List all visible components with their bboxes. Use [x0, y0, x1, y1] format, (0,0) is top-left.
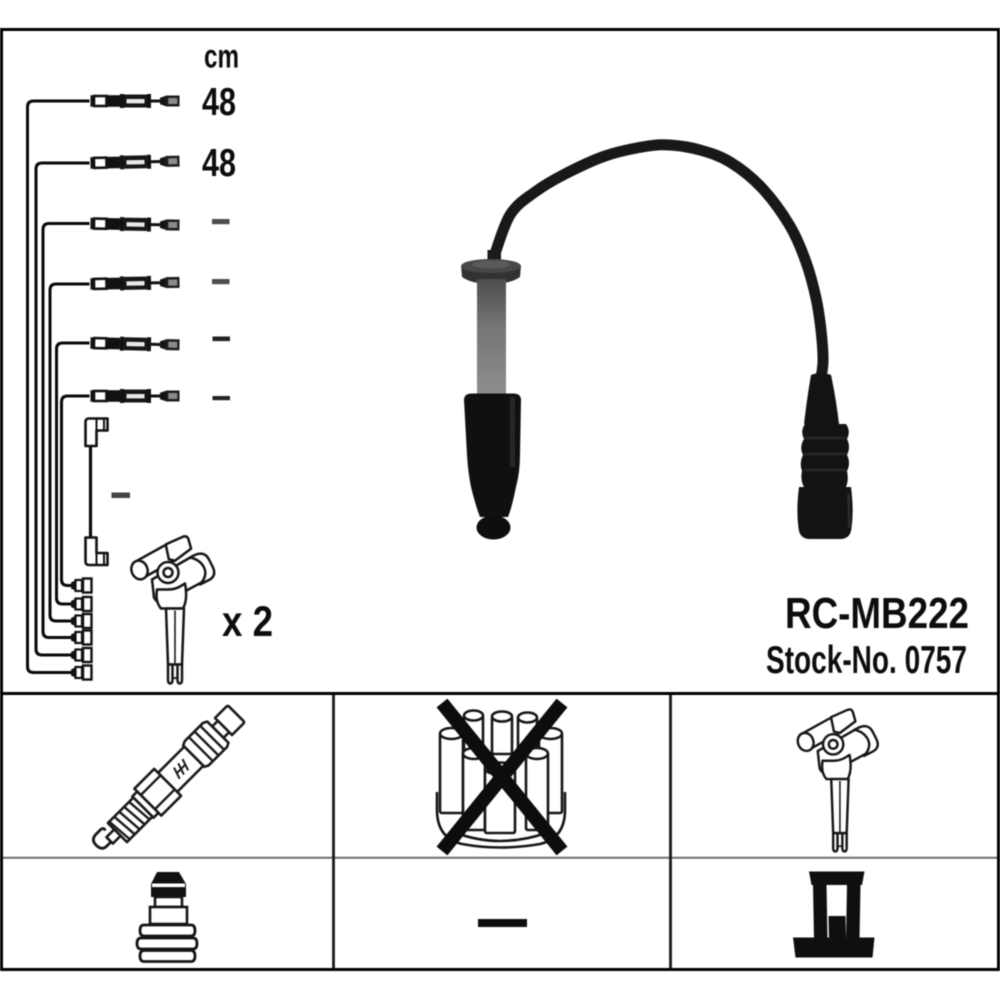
svg-text:cm: cm: [204, 38, 239, 75]
svg-text:48: 48: [202, 142, 236, 185]
svg-text:48: 48: [202, 81, 236, 124]
svg-text:x 2: x 2: [222, 598, 273, 646]
svg-text:RC-MB222: RC-MB222: [785, 590, 969, 638]
svg-text:Stock-No. 0757: Stock-No. 0757: [766, 639, 967, 682]
